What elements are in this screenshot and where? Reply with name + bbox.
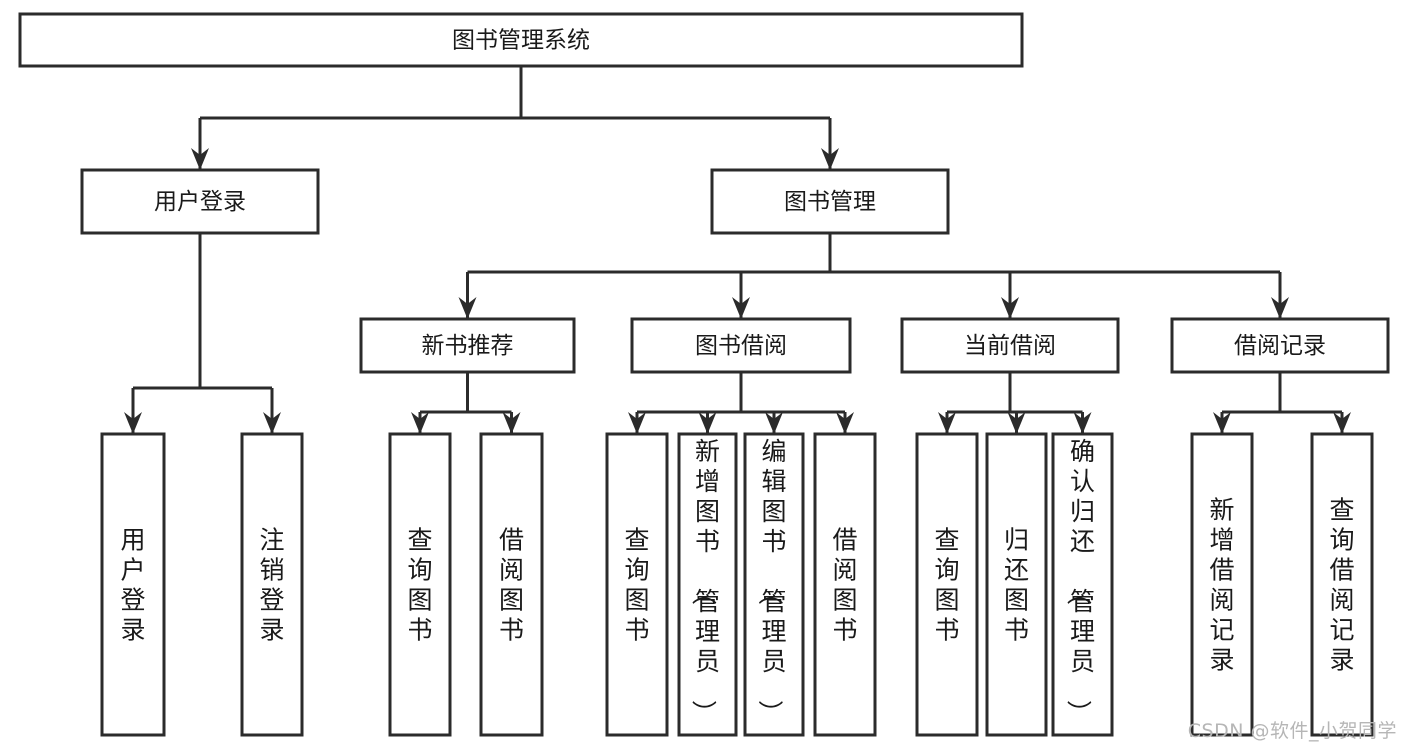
node-borrow-record-label: 借阅记录 bbox=[1234, 333, 1326, 359]
leaf-node-l-add-book-label: 新增图书（管理员） bbox=[689, 437, 720, 725]
leaf-node-l-edit-book-label: 编辑图书（管理员） bbox=[755, 437, 786, 725]
watermark-label: CSDN @软件_小贺同学 bbox=[1187, 720, 1397, 742]
leaf-node-leaf-logout-rect[interactable] bbox=[240, 432, 304, 737]
node-book-borrow-label: 图书借阅 bbox=[695, 333, 787, 359]
node-book-manage-label: 图书管理 bbox=[784, 189, 876, 215]
arrow-head-icon bbox=[732, 297, 750, 319]
arrow-head-icon bbox=[1271, 297, 1289, 319]
node-user-login-label: 用户登录 bbox=[154, 189, 246, 215]
leaf-node-l-query-book-3-label: 查询图书 bbox=[934, 526, 959, 645]
leaf-node-l-query-record-rect[interactable] bbox=[1310, 432, 1374, 737]
node-user-login-rect[interactable] bbox=[80, 168, 320, 235]
leaf-node-l-add-record-rect[interactable] bbox=[1190, 432, 1254, 737]
leaf-node-l-edit-book[interactable]: 编辑图书（管理员） bbox=[743, 432, 805, 737]
arrow-head-icon bbox=[1007, 412, 1026, 434]
leaf-node-l-query-book-1[interactable]: 查询图书 bbox=[388, 432, 452, 737]
arrow-head-icon bbox=[1001, 297, 1019, 319]
node-book-manage[interactable]: 图书管理 bbox=[710, 168, 950, 235]
leaf-node-l-confirm-return-label: 确认归还（管理员） bbox=[1064, 437, 1095, 725]
connector-group-root bbox=[191, 66, 839, 170]
connector-group-borrow-record bbox=[1213, 372, 1351, 434]
leaf-node-leaf-logout[interactable]: 注销登录 bbox=[240, 432, 304, 737]
leaf-node-leaf-user-login-rect[interactable] bbox=[100, 432, 166, 737]
leaf-node-l-query-book-2[interactable]: 查询图书 bbox=[605, 432, 669, 737]
connector-group-book-borrow bbox=[628, 372, 854, 434]
arrow-head-icon bbox=[502, 412, 521, 434]
node-book-borrow[interactable]: 图书借阅 bbox=[630, 317, 852, 374]
leaf-node-l-add-record-label: 新增借阅记录 bbox=[1209, 496, 1234, 675]
leaf-node-l-query-book-2-rect[interactable] bbox=[605, 432, 669, 737]
node-root-root-rect[interactable] bbox=[18, 12, 1024, 68]
node-new-book-rec[interactable]: 新书推荐 bbox=[359, 317, 576, 374]
node-current-borrow-label: 当前借阅 bbox=[964, 333, 1056, 359]
node-borrow-record-rect[interactable] bbox=[1170, 317, 1390, 374]
leaf-node-l-return-book-label: 归还图书 bbox=[1004, 526, 1029, 645]
leaf-node-l-query-book-1-label: 查询图书 bbox=[407, 526, 432, 645]
leaf-node-leaf-user-login[interactable]: 用户登录 bbox=[100, 432, 166, 737]
leaf-node-l-borrow-book-1-rect[interactable] bbox=[479, 432, 544, 737]
arrow-head-icon bbox=[821, 148, 839, 170]
node-root-root[interactable]: 图书管理系统 bbox=[18, 12, 1024, 68]
arrow-head-icon bbox=[458, 297, 477, 319]
leaf-node-l-return-book[interactable]: 归还图书 bbox=[985, 432, 1048, 737]
arrow-head-icon bbox=[191, 148, 209, 170]
arrow-head-icon bbox=[1333, 412, 1351, 434]
arrow-head-icon bbox=[628, 412, 646, 434]
leaf-node-l-query-record-label: 查询借阅记录 bbox=[1329, 496, 1354, 675]
leaf-node-l-borrow-book-2[interactable]: 借阅图书 bbox=[813, 432, 877, 737]
leaf-node-leaf-user-login-label: 用户登录 bbox=[120, 526, 145, 645]
leaf-node-leaf-logout-label: 注销登录 bbox=[259, 526, 284, 645]
leaf-node-l-return-book-rect[interactable] bbox=[985, 432, 1048, 737]
leaf-node-l-add-record[interactable]: 新增借阅记录 bbox=[1190, 432, 1254, 737]
arrow-head-icon bbox=[765, 412, 783, 434]
leaf-node-l-borrow-book-1-label: 借阅图书 bbox=[499, 526, 524, 645]
leaf-node-l-query-book-3[interactable]: 查询图书 bbox=[915, 432, 979, 737]
leaf-node-l-confirm-return-rect[interactable] bbox=[1051, 432, 1114, 737]
arrow-head-icon bbox=[1213, 412, 1231, 434]
node-user-login[interactable]: 用户登录 bbox=[80, 168, 320, 235]
node-new-book-rec-rect[interactable] bbox=[359, 317, 576, 374]
arrow-head-icon bbox=[938, 412, 956, 434]
arrow-head-icon bbox=[263, 412, 281, 434]
node-book-manage-rect[interactable] bbox=[710, 168, 950, 235]
leaf-node-l-query-record[interactable]: 查询借阅记录 bbox=[1310, 432, 1374, 737]
connector-group-user-login bbox=[124, 233, 281, 434]
arrow-head-icon bbox=[411, 412, 429, 434]
leaf-node-l-query-book-2-label: 查询图书 bbox=[624, 526, 649, 645]
arrow-head-icon bbox=[698, 412, 717, 434]
leaf-node-l-add-book-rect[interactable] bbox=[677, 432, 738, 737]
connector-group-new-book-rec bbox=[411, 372, 521, 434]
leaf-node-l-confirm-return[interactable]: 确认归还（管理员） bbox=[1051, 432, 1114, 737]
node-current-borrow[interactable]: 当前借阅 bbox=[900, 317, 1120, 374]
arrow-head-icon bbox=[836, 412, 854, 434]
leaf-node-l-query-book-1-rect[interactable] bbox=[388, 432, 452, 737]
node-current-borrow-rect[interactable] bbox=[900, 317, 1120, 374]
node-book-borrow-rect[interactable] bbox=[630, 317, 852, 374]
node-layer: 图书管理系统用户登录图书管理新书推荐图书借阅当前借阅借阅记录用户登录注销登录查询… bbox=[18, 12, 1390, 737]
connector-group-book-manage bbox=[458, 233, 1289, 319]
arrow-head-icon bbox=[124, 412, 142, 434]
leaf-node-l-borrow-book-2-label: 借阅图书 bbox=[832, 526, 857, 645]
leaf-node-l-query-book-3-rect[interactable] bbox=[915, 432, 979, 737]
node-borrow-record[interactable]: 借阅记录 bbox=[1170, 317, 1390, 374]
connector-layer bbox=[124, 66, 1351, 434]
leaf-node-l-borrow-book-2-rect[interactable] bbox=[813, 432, 877, 737]
node-root-root-label: 图书管理系统 bbox=[452, 28, 590, 54]
leaf-node-l-borrow-book-1[interactable]: 借阅图书 bbox=[479, 432, 544, 737]
leaf-node-l-add-book[interactable]: 新增图书（管理员） bbox=[677, 432, 738, 737]
connector-group-current-borrow bbox=[938, 372, 1092, 434]
node-new-book-rec-label: 新书推荐 bbox=[422, 333, 514, 359]
leaf-node-l-edit-book-rect[interactable] bbox=[743, 432, 805, 737]
arrow-head-icon bbox=[1073, 412, 1092, 434]
